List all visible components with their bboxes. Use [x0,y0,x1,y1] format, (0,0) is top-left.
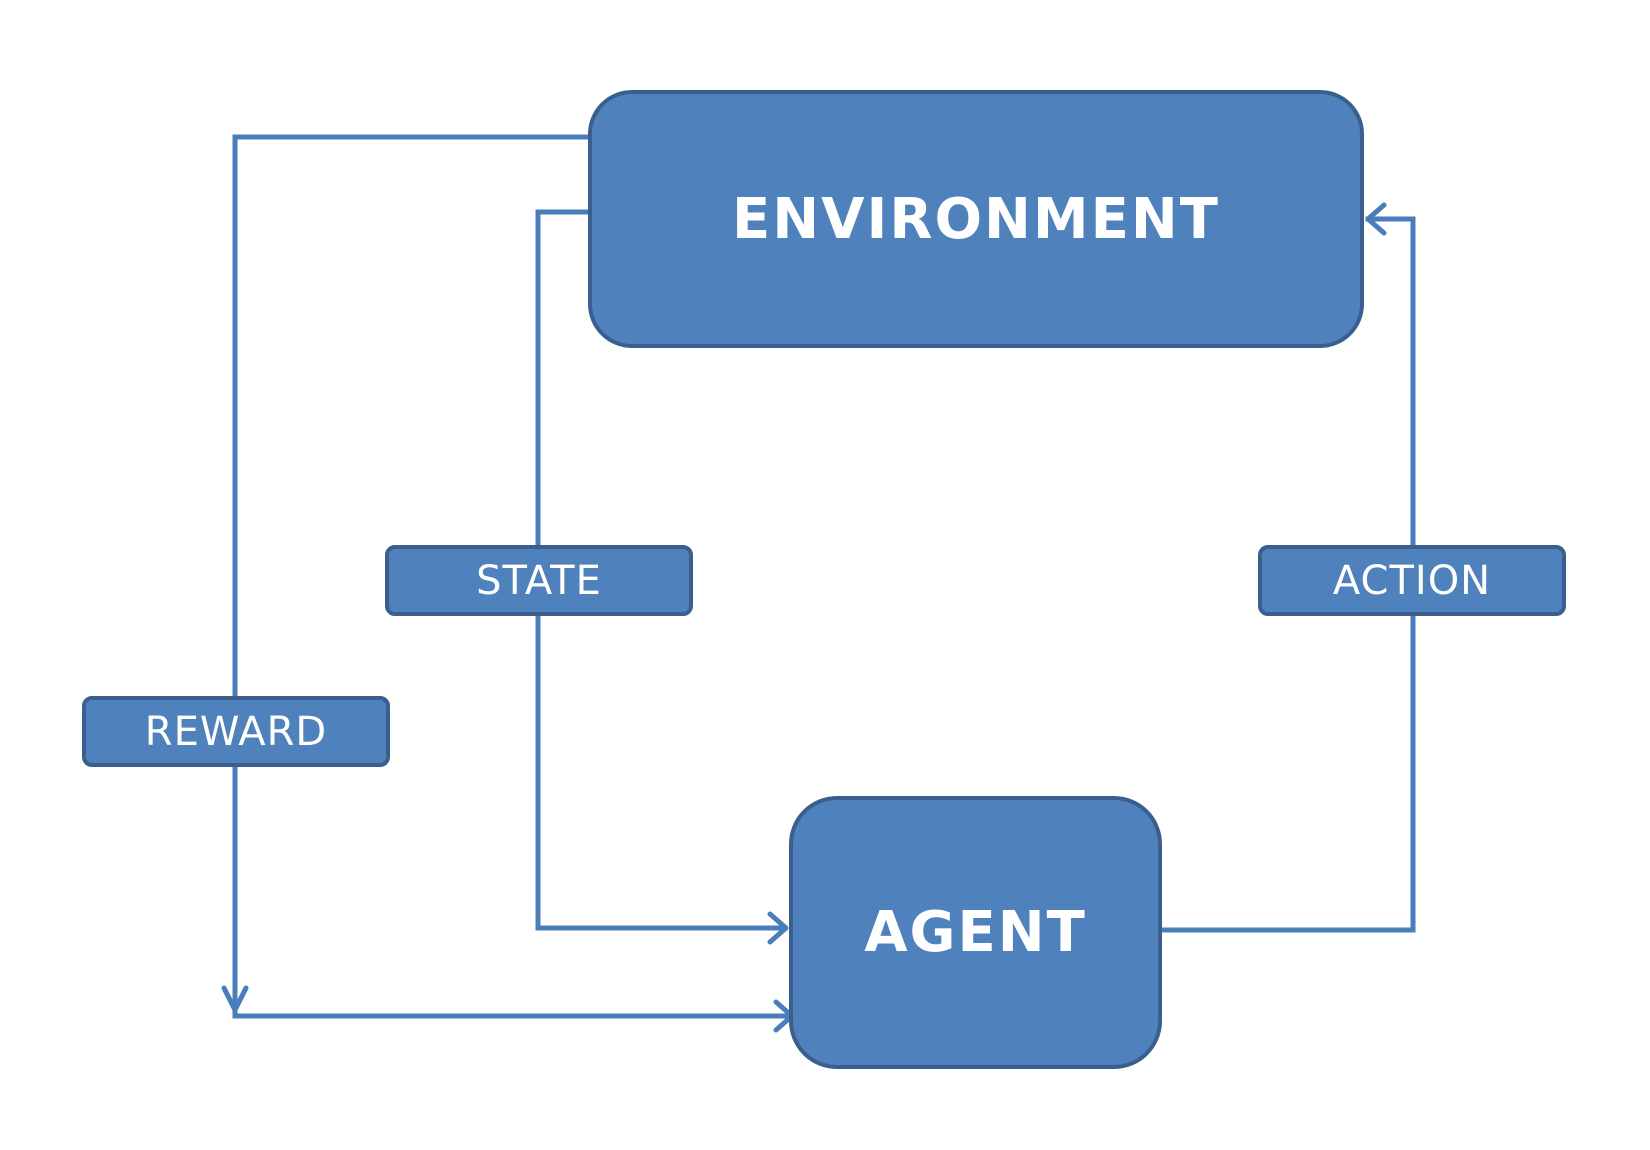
reward-label-text: REWARD [144,708,328,755]
action-arrowhead [1365,202,1387,236]
reward-connector [232,134,795,1019]
agent-label: AGENT [864,900,1087,965]
action-edge-label: ACTION [1258,545,1566,616]
reward-down-arrowhead [221,985,249,1013]
agent-node: AGENT [789,796,1162,1069]
environment-node: ENVIRONMENT [588,90,1364,348]
state-label-text: STATE [476,557,602,604]
state-edge-label: STATE [385,545,693,616]
action-label-text: ACTION [1332,557,1492,604]
environment-label: ENVIRONMENT [732,186,1220,252]
reward-edge-label: REWARD [82,696,390,767]
state-arrowhead [767,911,789,945]
